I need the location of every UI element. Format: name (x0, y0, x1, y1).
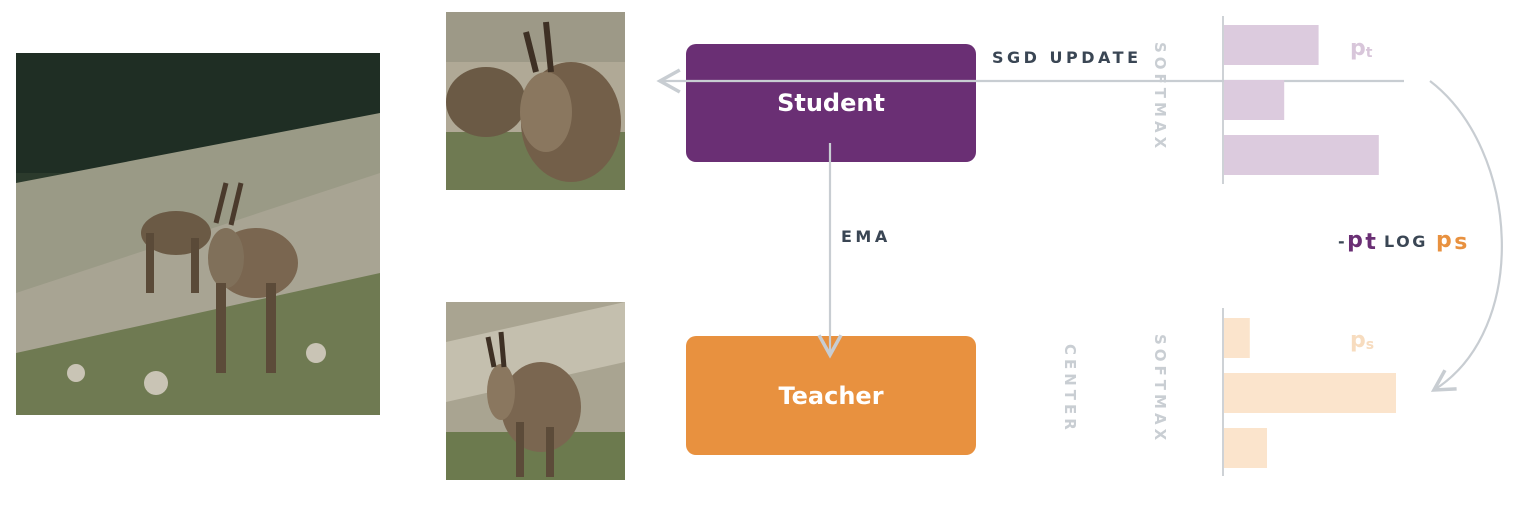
teacher-label: Teacher (778, 381, 884, 410)
teacher-dist-bar-2 (1224, 373, 1396, 413)
teacher-prob-label: ps (1350, 328, 1375, 353)
sgd-update-label: SGD UPDATE (992, 48, 1142, 67)
teacher-crop-image (446, 302, 625, 480)
student-crop-image (446, 12, 625, 190)
student-dist-bar-1 (1224, 25, 1319, 65)
ema-label: EMA (841, 227, 891, 246)
student-label: Student (777, 89, 885, 117)
student-prob-label: pt (1350, 36, 1373, 61)
student-dist-bar-3 (1224, 135, 1379, 175)
softmax-bottom-label: SOFTMAX (1151, 334, 1169, 445)
center-label: CENTER (1061, 344, 1079, 434)
loss-formula: -pt LOG ps (1338, 228, 1468, 255)
student-dist-bar-2 (1224, 80, 1285, 120)
loss-p-teacher-sub: s (1454, 230, 1468, 255)
loss-p-student: p (1347, 228, 1366, 253)
loss-log: LOG (1384, 232, 1428, 251)
softmax-top-label: SOFTMAX (1151, 42, 1169, 153)
loss-p-teacher: p (1435, 228, 1455, 253)
teacher-network-box: Teacher (686, 336, 976, 455)
input-image (16, 53, 380, 415)
teacher-dist-bar-3 (1224, 428, 1267, 468)
loss-neg-sign: - (1338, 232, 1348, 251)
teacher-dist-bar-1 (1224, 318, 1250, 358)
loss-p-student-sub: t (1365, 230, 1376, 255)
student-network-box: Student (686, 44, 976, 162)
